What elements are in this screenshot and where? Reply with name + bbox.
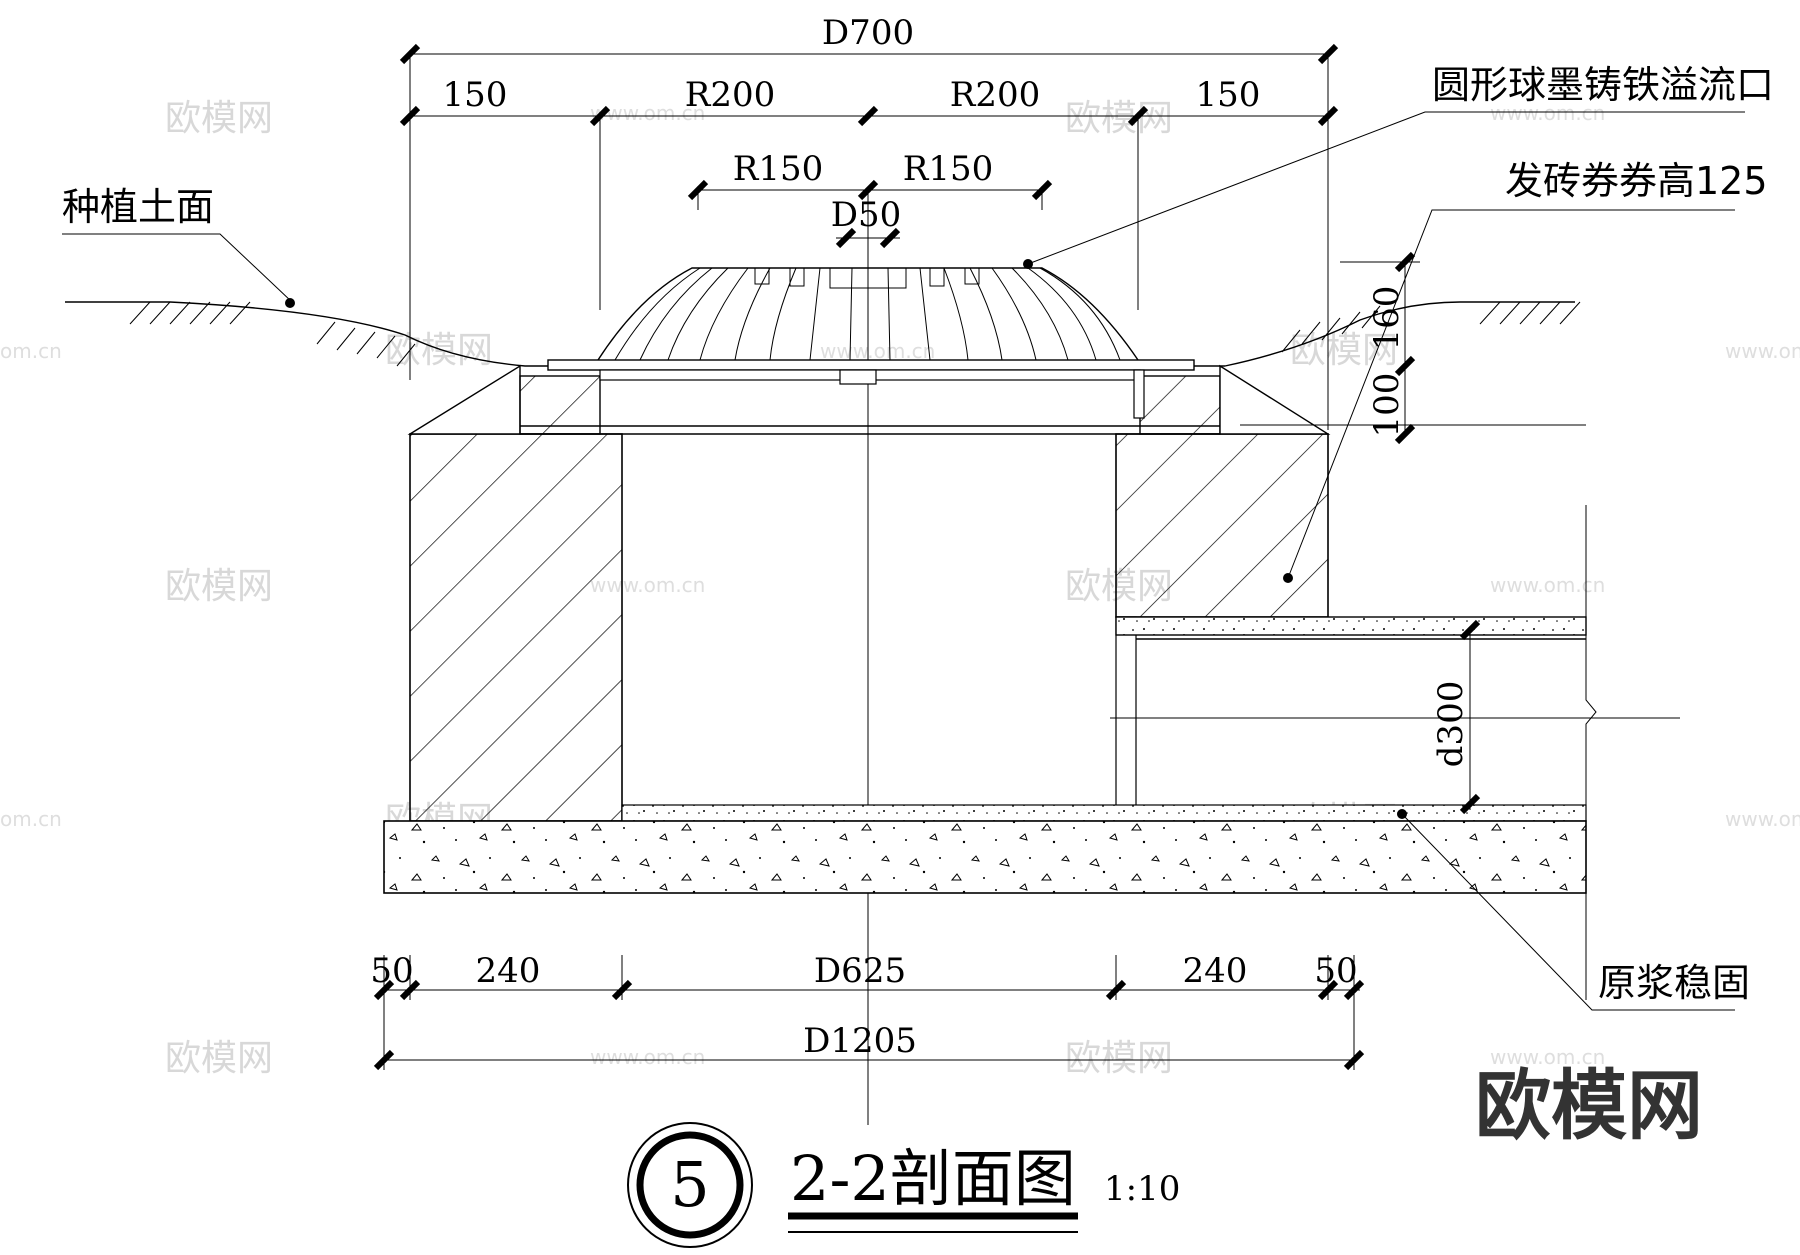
- pipe-dimension: d300: [1431, 619, 1481, 815]
- dim-inner-right-radius: R150: [903, 149, 994, 189]
- label-mortar: 原浆稳固: [1598, 961, 1750, 1005]
- watermark-url: www.om.cn: [1725, 807, 1800, 831]
- watermark-layer: 欧模网 www.om.cn 欧模网 www.om.cn om.cn 欧模网 ww…: [0, 98, 1800, 1079]
- top-dimensions: D700 150 R200 R200 150 R150 R150 D50: [399, 13, 1339, 430]
- dim-bottom-left-wall: 240: [476, 951, 541, 991]
- ground-surface: [65, 301, 1581, 367]
- watermark-url: om.cn: [0, 339, 62, 363]
- dim-bottom-overall: D1205: [803, 1021, 917, 1061]
- dim-inner-left-radius: R150: [733, 149, 824, 189]
- foundation: [383, 780, 1587, 1000]
- brand-logo: 欧模网: [1475, 1061, 1703, 1150]
- watermark-url: www.om.cn: [1725, 339, 1800, 363]
- watermark-brand: 欧模网: [385, 330, 493, 371]
- title-block: 5 2-2剖面图 1:10: [627, 1122, 1180, 1248]
- watermark-brand: 欧模网: [1065, 98, 1173, 139]
- dim-bottom-left-edge: 50: [370, 951, 413, 991]
- title-name: 2-2剖面图: [790, 1142, 1076, 1215]
- dim-top-left-radius: R200: [685, 75, 776, 115]
- dim-top-right-margin: 150: [1196, 75, 1261, 115]
- dim-bottom-right-edge: 50: [1314, 951, 1357, 991]
- bottom-dimensions: 50 240 D625 240 50 D1205: [370, 951, 1365, 1071]
- title-scale: 1:10: [1104, 1169, 1180, 1209]
- label-brick-arch: 发砖券券高125: [1505, 159, 1768, 203]
- dim-right-height-upper: 160: [1367, 286, 1407, 351]
- watermark-url: www.om.cn: [590, 101, 705, 125]
- watermark-url: www.om.cn: [1490, 101, 1605, 125]
- dim-top-left-margin: 150: [443, 75, 508, 115]
- dim-pipe-diameter: d300: [1431, 681, 1471, 768]
- leader-labels: 种植土面 圆形球墨铸铁溢流口 发砖券券高125 原浆稳固: [62, 63, 1774, 1011]
- dim-top-overall: D700: [822, 13, 914, 53]
- dim-bottom-right-wall: 240: [1183, 951, 1248, 991]
- watermark-url: www.om.cn: [590, 1045, 705, 1069]
- label-overflow-grate: 圆形球墨铸铁溢流口: [1432, 63, 1774, 107]
- watermark-brand: 欧模网: [165, 566, 273, 607]
- label-planting-soil: 种植土面: [62, 185, 214, 229]
- overflow-grate: [547, 267, 1195, 419]
- dim-right-height-lower: 100: [1367, 373, 1407, 438]
- right-vertical-dimensions: 160 100: [1340, 251, 1420, 445]
- masonry-walls: [407, 364, 1331, 822]
- dim-center-hole: D50: [831, 195, 902, 235]
- watermark-brand: 欧模网: [165, 98, 273, 139]
- watermark-url: www.om.cn: [1490, 1045, 1605, 1069]
- watermark-url: om.cn: [0, 807, 62, 831]
- watermark-brand: 欧模网: [1065, 1038, 1173, 1079]
- dim-bottom-inner: D625: [814, 951, 906, 991]
- watermark-brand: 欧模网: [165, 1038, 273, 1079]
- title-number: 5: [670, 1148, 709, 1221]
- watermark-url: www.om.cn: [820, 339, 935, 363]
- dim-top-right-radius: R200: [950, 75, 1041, 115]
- watermark-url: www.om.cn: [1490, 573, 1605, 597]
